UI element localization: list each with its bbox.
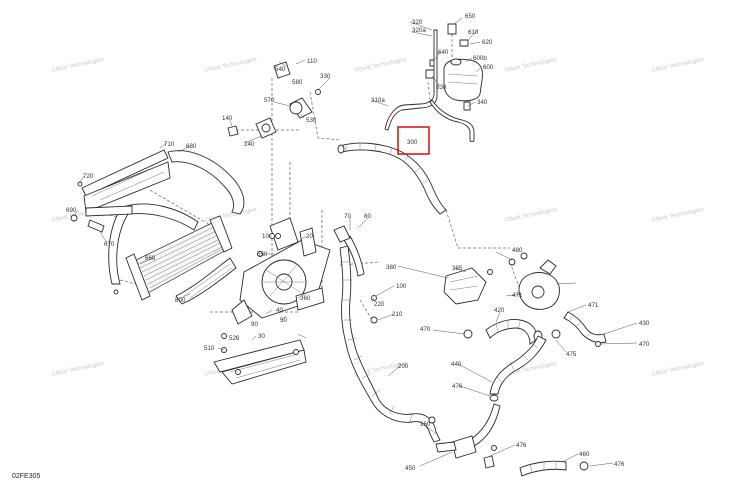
- callout-450: 450: [405, 465, 416, 472]
- callout-610: 610: [468, 29, 479, 36]
- callout-labels: 320 320a 650 610 620 640 600b 600 630 34…: [66, 13, 650, 472]
- callout-476: 476: [516, 442, 527, 449]
- hose-upper: [337, 142, 447, 215]
- hose-mid-lower: [489, 335, 547, 402]
- expansion-tank: [425, 23, 483, 111]
- callout-640: 640: [438, 49, 449, 56]
- watermark: ©Best Technologies: [354, 56, 407, 74]
- callout-470: 470: [420, 326, 431, 333]
- hose-mid-left: [485, 319, 543, 345]
- watermark: ©Best Technologies: [651, 206, 704, 224]
- watermark: ©Best Technologies: [204, 56, 257, 74]
- callout-50: 50: [280, 317, 287, 324]
- callout-520: 520: [229, 335, 240, 342]
- leader-lines: [73, 17, 638, 467]
- callout-330: 330: [320, 73, 331, 80]
- callout-550: 550: [257, 251, 268, 258]
- callout-70: 70: [344, 213, 351, 220]
- overflow-lines: [384, 29, 475, 142]
- callout-30: 30: [258, 333, 265, 340]
- watermark: ©Best Technologies: [651, 360, 704, 378]
- thermostat-group: [227, 61, 321, 239]
- callout-110: 110: [307, 58, 317, 65]
- callout-460: 460: [579, 451, 590, 458]
- callout-475: 475: [566, 351, 577, 358]
- callout-220: 220: [374, 301, 385, 308]
- radiator: [125, 215, 237, 305]
- callout-480: 480: [512, 247, 523, 254]
- callout-310a: 310a: [371, 97, 385, 104]
- callout-710: 710: [164, 141, 175, 148]
- callout-600: 600: [483, 64, 494, 71]
- callout-630: 630: [436, 84, 447, 91]
- callout-570: 570: [264, 97, 275, 104]
- callout-80: 80: [364, 213, 371, 220]
- hose-lower-long: [333, 225, 441, 443]
- callout-420: 420: [494, 307, 505, 314]
- callout-360: 360: [300, 295, 311, 302]
- callout-160: 160: [420, 421, 431, 428]
- callout-385: 385: [452, 265, 463, 272]
- callout-670: 670: [104, 241, 115, 248]
- watermark: ©Best Technologies: [651, 56, 704, 74]
- callout-380: 380: [386, 264, 397, 271]
- fan-assembly: [231, 217, 331, 325]
- callout-100: 100: [396, 283, 407, 290]
- hardware: [77, 181, 601, 451]
- callout-476: 476: [614, 461, 625, 468]
- callout-540: 540: [275, 66, 286, 73]
- callout-720: 720: [83, 173, 94, 180]
- callout-320: 320: [412, 19, 423, 26]
- highlight-box: [397, 126, 430, 155]
- callout-476: 476: [452, 383, 463, 390]
- lower-pipes: [435, 403, 589, 477]
- callout-320a: 320a: [412, 27, 426, 34]
- callout-200: 200: [398, 363, 409, 370]
- hose-mid-right: [551, 311, 607, 343]
- callout-300: 300: [407, 139, 418, 146]
- diagram-reference: 02FE305: [12, 473, 41, 480]
- callout-10: 10: [262, 233, 269, 240]
- callout-470: 470: [639, 341, 650, 348]
- callout-210: 210: [392, 311, 403, 318]
- callout-620: 620: [482, 39, 493, 46]
- callout-471: 471: [512, 292, 523, 299]
- support-bracket: [213, 339, 307, 385]
- callout-90: 90: [251, 321, 258, 328]
- callout-340: 340: [477, 99, 488, 106]
- callout-240: 240: [244, 141, 255, 148]
- chassis-frame: [70, 149, 245, 285]
- watermark: ©Best Technologies: [51, 56, 104, 74]
- callout-680: 680: [186, 143, 197, 150]
- callout-690: 690: [66, 207, 77, 214]
- callout-580: 580: [292, 79, 303, 86]
- callout-600b: 600b: [473, 55, 487, 62]
- watermark: ©Best Technologies: [504, 206, 557, 224]
- callout-440: 440: [451, 361, 462, 368]
- callout-140: 140: [222, 115, 233, 122]
- callout-510: 510: [204, 345, 215, 352]
- callout-650: 650: [465, 13, 476, 20]
- callout-800: 800: [175, 297, 186, 304]
- watermark-layer: ©Best Technologies ©Best Technologies ©B…: [51, 56, 704, 378]
- watermark: ©Best Technologies: [504, 56, 557, 74]
- callout-40: 40: [276, 307, 283, 314]
- callout-430: 430: [639, 320, 650, 327]
- watermark: ©Best Technologies: [51, 360, 104, 378]
- callout-471: 471: [588, 302, 599, 309]
- callout-530: 530: [306, 117, 317, 124]
- callout-20: 20: [306, 233, 313, 240]
- water-pump-housing: [443, 258, 560, 310]
- callout-660: 660: [145, 255, 156, 262]
